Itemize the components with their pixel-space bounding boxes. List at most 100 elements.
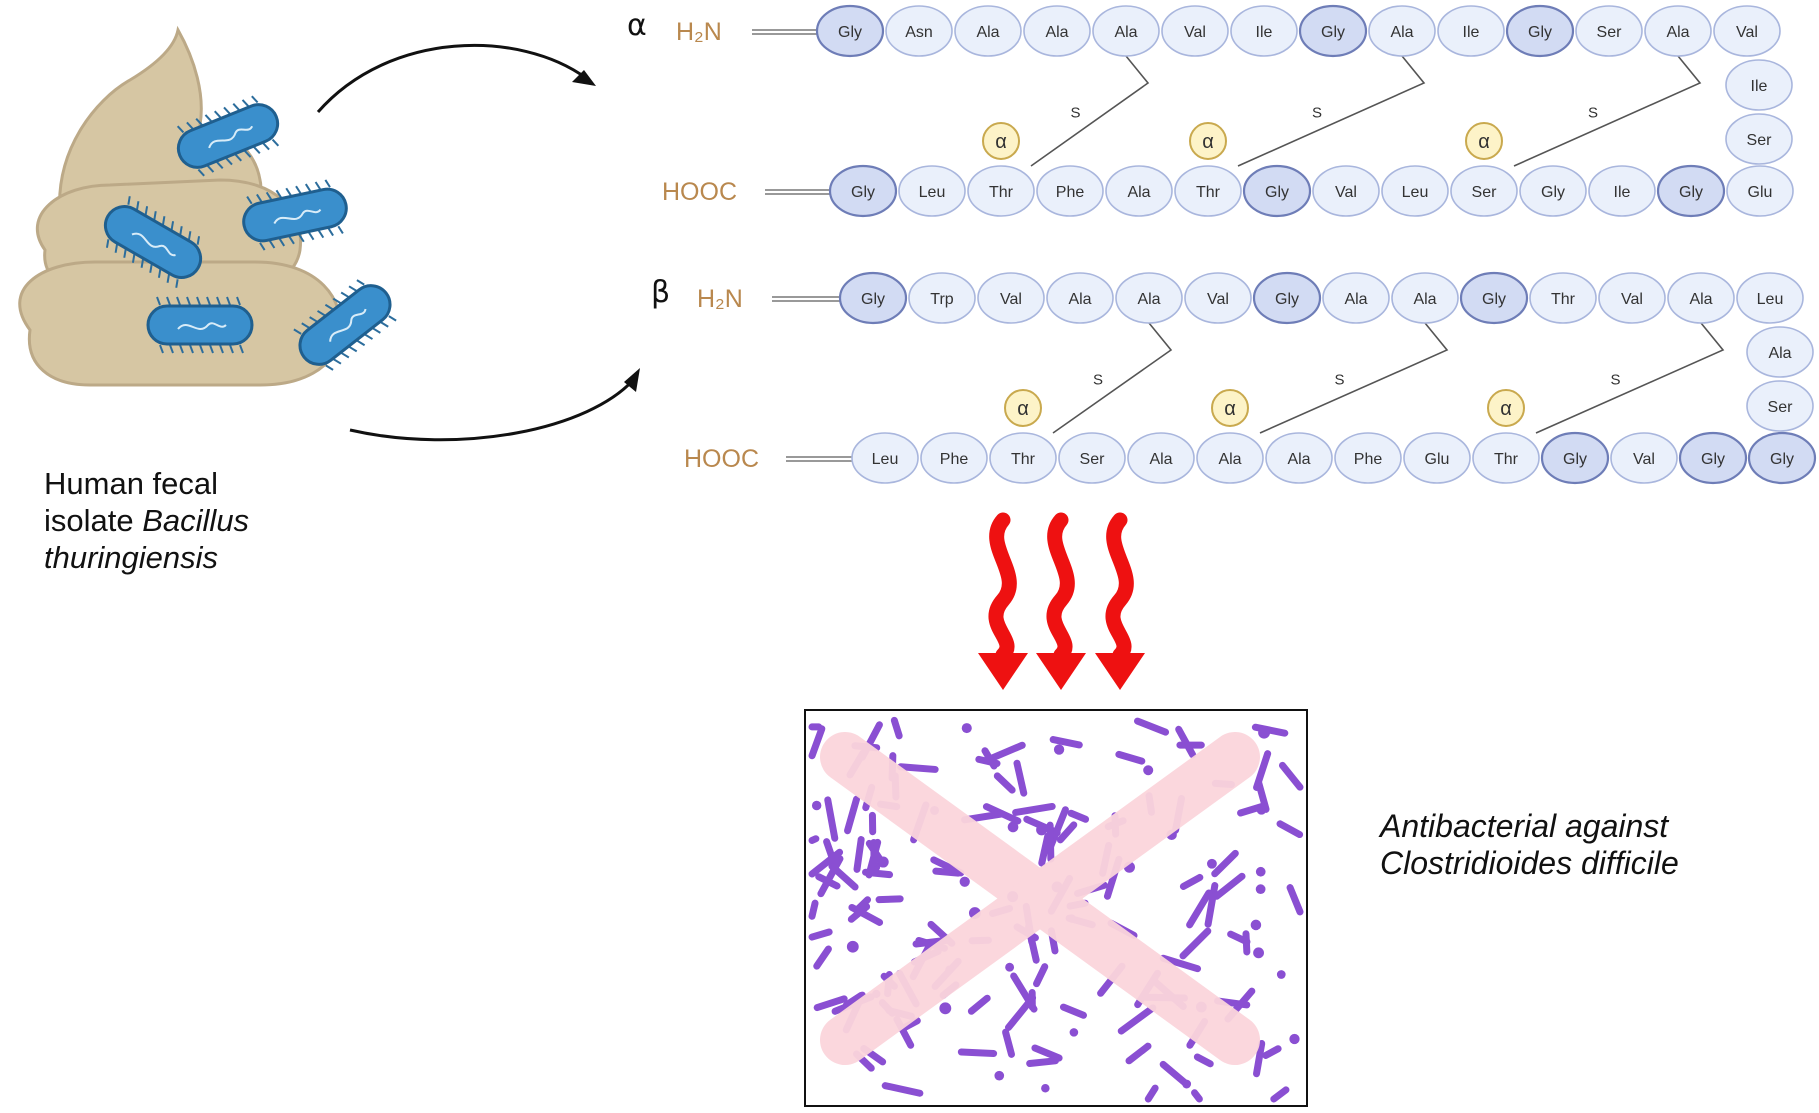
modification-label: α xyxy=(1224,398,1236,420)
wavy-arrow-head xyxy=(978,653,1028,690)
bacterium-rod xyxy=(1227,930,1251,946)
bacterium-spore xyxy=(1143,765,1154,776)
bacillus-rod xyxy=(293,279,397,371)
c-terminus-label: HOOC xyxy=(684,445,759,473)
bacterium-rod xyxy=(1059,1003,1087,1019)
residue-bottom xyxy=(1334,432,1402,484)
residue-side xyxy=(1725,113,1793,165)
bacterium-spore xyxy=(1255,884,1266,895)
bacterium-rod xyxy=(1056,821,1078,844)
residue-top xyxy=(908,272,976,324)
residue-bottom-label: Ala xyxy=(1287,451,1310,468)
residue-top-label: Ala xyxy=(1390,24,1413,41)
residue-bottom xyxy=(828,164,898,218)
bacterium-rod xyxy=(1159,1060,1188,1086)
modification-label: α xyxy=(995,131,1007,153)
residue-side xyxy=(1746,380,1814,432)
sulfur-label: S xyxy=(1312,105,1322,122)
bacterium-spore xyxy=(1041,1083,1050,1093)
residue-top-label: Ile xyxy=(1256,24,1273,41)
bacterium-rod xyxy=(1031,1044,1063,1062)
bacterium-rod xyxy=(1191,1089,1203,1103)
bacterium-spore xyxy=(1005,962,1015,972)
residue-bottom xyxy=(851,432,919,484)
residue-side-label: Ile xyxy=(1751,78,1768,95)
effect-caption: Antibacterial against Clostridioides dif… xyxy=(1380,808,1679,882)
bacterium-rod xyxy=(1193,1053,1214,1068)
bacterium-rod xyxy=(847,903,871,923)
thioether-bridge xyxy=(1052,322,1173,434)
bacillus-rod xyxy=(103,196,203,288)
bacterium-rod xyxy=(993,772,1016,794)
residue-top-label: Gly xyxy=(1275,291,1299,308)
residue-bottom-label: Gly xyxy=(1770,451,1794,468)
bacterium-rod xyxy=(930,856,965,877)
residue-bottom-label: Thr xyxy=(989,184,1014,201)
bacterium-rod xyxy=(853,896,872,914)
residue-bottom-label: Phe xyxy=(940,451,969,468)
residue-top-label: Trp xyxy=(930,291,954,308)
residue-top xyxy=(1368,5,1436,57)
cross-stroke-2 xyxy=(820,732,1260,1065)
bacterium-rod xyxy=(1046,821,1055,863)
sulfur-label: S xyxy=(1070,105,1080,122)
bacterium-rod xyxy=(1033,963,1049,988)
residue-bottom-label: Thr xyxy=(1494,451,1519,468)
bacterium-spore xyxy=(961,723,972,734)
residue-top-label: Ala xyxy=(976,24,999,41)
residue-bottom-label: Glu xyxy=(1425,451,1450,468)
residue-bottom-label: Val xyxy=(1335,184,1357,201)
residue-bottom xyxy=(1610,432,1678,484)
bacillus-rod xyxy=(176,95,280,177)
residue-bottom-label: Ser xyxy=(1472,184,1498,201)
bacterium-rod xyxy=(1179,927,1212,960)
residue-top xyxy=(1092,5,1160,57)
residue-top xyxy=(954,5,1022,57)
residue-top-label: Val xyxy=(1000,291,1022,308)
residue-top xyxy=(1046,272,1114,324)
residue-bottom-label: Ser xyxy=(1080,451,1106,468)
bacterium-spore xyxy=(846,940,859,953)
residue-top-label: Gly xyxy=(861,291,885,308)
bacterium-spore xyxy=(1069,1028,1079,1037)
residue-top xyxy=(977,272,1045,324)
residue-bottom-label: Gly xyxy=(1701,451,1725,468)
bacterium-rod xyxy=(1253,750,1272,791)
residue-bottom xyxy=(989,432,1057,484)
residue-top xyxy=(1023,5,1091,57)
residue-bottom-label: Leu xyxy=(1402,184,1429,201)
residue-bottom xyxy=(1656,164,1726,218)
residue-top-label: Gly xyxy=(1321,24,1345,41)
bacterium-spore xyxy=(959,876,970,887)
bacterium-rod xyxy=(1278,761,1304,791)
residue-top xyxy=(1298,4,1368,58)
bacterium-rod xyxy=(1286,884,1304,916)
bacterium-rod xyxy=(865,838,882,879)
arrowhead-alpha xyxy=(572,70,596,86)
bacterium-rod xyxy=(1159,954,1202,973)
residue-bottom-label: Ile xyxy=(1614,184,1631,201)
bacterium-rod xyxy=(1117,1004,1157,1035)
residue-top xyxy=(1505,4,1575,58)
dehydro-modification-badge xyxy=(982,122,1020,160)
residue-bottom-label: Gly xyxy=(1679,184,1703,201)
residue-bottom-label: Gly xyxy=(1265,184,1289,201)
bacterium-rod xyxy=(808,848,844,878)
sulfur-label: S xyxy=(1093,372,1103,389)
bacterium-rod xyxy=(1204,882,1219,928)
bacterium-rod xyxy=(881,1082,924,1097)
source-caption-species: thuringiensis xyxy=(44,540,219,575)
bacterium-rod xyxy=(890,716,903,740)
dehydro-modification-badge xyxy=(1487,389,1525,427)
bacterium-rod xyxy=(1026,1057,1059,1067)
residue-bottom-label: Gly xyxy=(1541,184,1565,201)
bacterium-spore xyxy=(994,1070,1005,1081)
clostridioides-panel xyxy=(804,709,1308,1107)
bacterium-rod xyxy=(1012,802,1056,816)
bacterium-rod xyxy=(1186,889,1213,929)
residue-top xyxy=(1161,5,1229,57)
flow-arrows xyxy=(316,43,637,442)
residue-side-label: Ala xyxy=(1768,345,1791,362)
